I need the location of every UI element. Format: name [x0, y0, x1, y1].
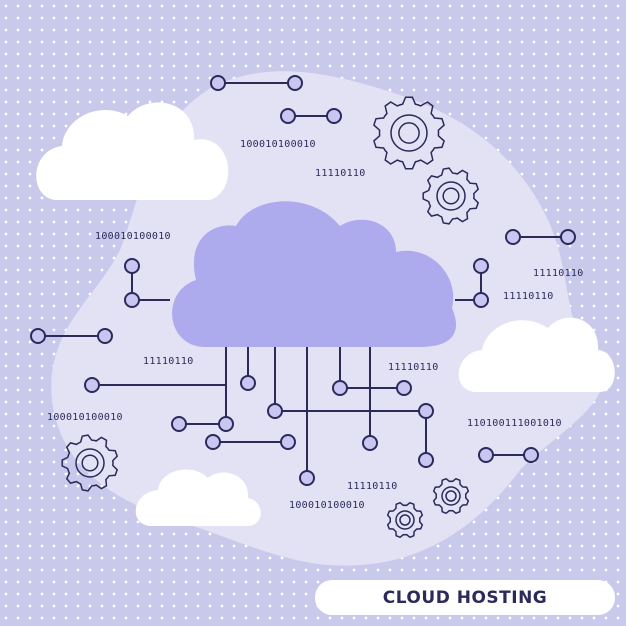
- circuit-node: [30, 328, 46, 344]
- circuit-node: [171, 416, 187, 432]
- circuit-node: [478, 447, 494, 463]
- circuit-node: [523, 447, 539, 463]
- circuit-node: [505, 229, 521, 245]
- white-cloud-bottom: [135, 469, 261, 526]
- gear-icon: [432, 477, 470, 515]
- main-cloud: [172, 201, 457, 347]
- circuit-node: [332, 380, 348, 396]
- title-banner: [315, 580, 615, 615]
- circuit-node: [280, 434, 296, 450]
- circuit-node: [205, 434, 221, 450]
- circuit-node: [326, 108, 342, 124]
- circuit-node: [418, 452, 434, 468]
- binary-label: 100010100010: [95, 231, 171, 242]
- circuit-node: [362, 435, 378, 451]
- binary-label: 110100111001010: [467, 418, 562, 429]
- circuit-node: [473, 258, 489, 274]
- binary-labels: 100010100010 11110110 100010100010 11110…: [47, 139, 584, 511]
- white-cloud-right: [458, 317, 615, 392]
- circuit-node: [97, 328, 113, 344]
- binary-label: 100010100010: [240, 139, 316, 150]
- binary-label: 100010100010: [289, 500, 365, 511]
- binary-label: 11110110: [315, 168, 366, 179]
- circuit-node: [124, 258, 140, 274]
- gear-icon: [61, 434, 119, 492]
- circuit-node: [240, 375, 256, 391]
- circuit-node: [473, 292, 489, 308]
- circuit-node: [299, 470, 315, 486]
- circuit-node: [418, 403, 434, 419]
- gear-icon: [422, 167, 480, 225]
- circuit-node: [267, 403, 283, 419]
- binary-label: 100010100010: [47, 412, 123, 423]
- circuit-node: [124, 292, 140, 308]
- circuit-node: [210, 75, 226, 91]
- circuit-node: [84, 377, 100, 393]
- gear-icon: [373, 96, 445, 170]
- binary-label: 11110110: [143, 356, 194, 367]
- binary-label: 11110110: [533, 268, 584, 279]
- gear-icon: [386, 501, 424, 539]
- circuit-node: [287, 75, 303, 91]
- binary-label: 11110110: [503, 291, 554, 302]
- circuit-node: [280, 108, 296, 124]
- circuit-nodes: [30, 75, 576, 486]
- gears: [61, 96, 480, 539]
- white-cloud-top-left: [36, 102, 229, 200]
- circuit-node: [560, 229, 576, 245]
- circuit-node: [396, 380, 412, 396]
- circuit-node: [218, 416, 234, 432]
- binary-label: 11110110: [347, 481, 398, 492]
- banner-title: CLOUD HOSTING: [383, 588, 548, 608]
- binary-label: 11110110: [388, 362, 439, 373]
